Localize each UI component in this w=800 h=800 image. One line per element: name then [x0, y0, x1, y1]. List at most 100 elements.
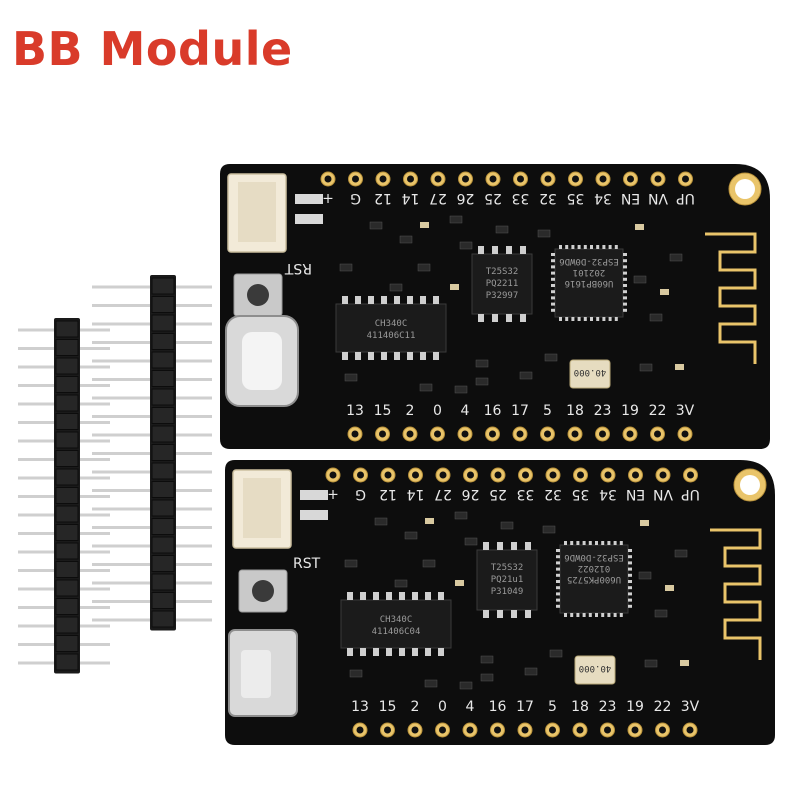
top-pin-label: 32 — [539, 190, 557, 206]
chip-pin — [407, 352, 413, 360]
smd-component — [339, 263, 353, 272]
smd-component — [542, 525, 556, 534]
chip-pin — [601, 541, 605, 545]
usb-serial-chip-code: 411406C11 — [367, 331, 416, 341]
chip-pin — [556, 573, 560, 577]
chip-pin — [608, 317, 612, 321]
smd-component — [519, 371, 533, 380]
top-pin-label: + — [322, 190, 334, 206]
chip-pin — [420, 296, 426, 304]
chip-pin — [619, 541, 623, 545]
pin-header-left — [18, 318, 110, 674]
passive-component — [450, 284, 459, 290]
chip-pin — [556, 555, 560, 559]
pin-hole — [631, 726, 639, 734]
chip-pin — [520, 314, 526, 322]
chip-pin — [373, 648, 379, 656]
top-pin-label: UP — [676, 190, 695, 206]
top-pin-label: 34 — [599, 486, 617, 502]
chip-pin — [483, 610, 489, 618]
pin-hole — [572, 175, 579, 183]
passive-component — [455, 580, 464, 586]
smd-component — [454, 385, 468, 394]
bottom-pin-label: 17 — [516, 699, 534, 715]
reset-button-cap — [247, 284, 269, 306]
chip-pin — [551, 302, 555, 306]
pin-hole — [379, 175, 387, 183]
top-pin-label: 14 — [407, 486, 425, 502]
chip-pin — [628, 598, 632, 602]
smd-component — [644, 659, 658, 668]
top-pin-label: 32 — [544, 486, 562, 502]
top-pin-label: 35 — [567, 190, 585, 206]
connector-pin — [295, 194, 323, 204]
smd-component — [537, 229, 551, 238]
pin-hole — [329, 471, 337, 479]
pin-hole — [577, 471, 584, 479]
chip-pin — [614, 317, 618, 321]
smd-component — [480, 673, 494, 682]
pin-hole — [406, 430, 414, 438]
smd-component — [524, 667, 538, 676]
esp32-chip-text: ESP32-D0WD6 — [564, 552, 624, 562]
bottom-pin-label: 15 — [379, 699, 397, 715]
pin-hole — [462, 175, 469, 183]
pin-hole — [384, 726, 391, 734]
chip-pin — [407, 296, 413, 304]
mounting-hole-center — [740, 475, 760, 495]
pin-hole — [384, 471, 392, 479]
smd-component — [495, 225, 509, 234]
top-pin-label: 35 — [572, 486, 590, 502]
chip-pin — [399, 592, 405, 600]
usb-serial-chip — [335, 303, 447, 353]
chip-pin — [614, 245, 618, 249]
header-segment — [151, 444, 175, 461]
usb-serial-chip — [340, 599, 452, 649]
header-segment — [55, 450, 79, 467]
pin-hole — [549, 726, 556, 734]
chip-pin — [628, 604, 632, 608]
chip-pin — [623, 284, 627, 287]
smd-component — [404, 531, 418, 540]
pin-hole — [379, 430, 386, 438]
top-pin-label: 34 — [594, 190, 612, 206]
smd-component — [344, 559, 358, 568]
bottom-pin-label: 5 — [543, 403, 552, 419]
chip-pin — [601, 613, 605, 617]
chip-pin — [571, 245, 575, 249]
chip-pin — [511, 542, 517, 550]
chip-pin — [478, 246, 484, 254]
header-segment — [151, 370, 175, 387]
header-segment — [151, 536, 175, 554]
bottom-pin-label: 4 — [461, 403, 470, 419]
pin-hole — [467, 471, 474, 479]
battery-connector-slot — [238, 182, 276, 242]
chip-pin — [438, 648, 444, 656]
micro-usb-opening — [241, 650, 271, 698]
chip-pin — [583, 317, 587, 321]
pin-header-right — [92, 275, 212, 631]
header-segment — [151, 555, 175, 572]
chip-pin — [613, 613, 617, 617]
pin-hole — [352, 175, 359, 183]
pin-hole — [407, 175, 414, 183]
esp32-chip-text: 202101 — [573, 267, 606, 277]
smd-component — [464, 537, 478, 546]
chip-pin — [556, 586, 560, 590]
chip-pin — [368, 296, 374, 304]
header-segment — [151, 499, 175, 517]
pin-hole — [494, 471, 502, 479]
chip-pin — [551, 308, 555, 312]
passive-component — [680, 660, 689, 666]
chip-pin — [412, 592, 418, 600]
bottom-pin-label: 16 — [484, 403, 502, 419]
smd-component — [349, 669, 363, 678]
header-segment — [55, 635, 79, 652]
header-segment — [55, 616, 79, 634]
chip-pin — [595, 541, 598, 545]
chip-pin — [570, 613, 574, 617]
chip-pin — [565, 245, 569, 249]
pin-hole — [516, 430, 524, 438]
chip-pin — [623, 259, 627, 263]
